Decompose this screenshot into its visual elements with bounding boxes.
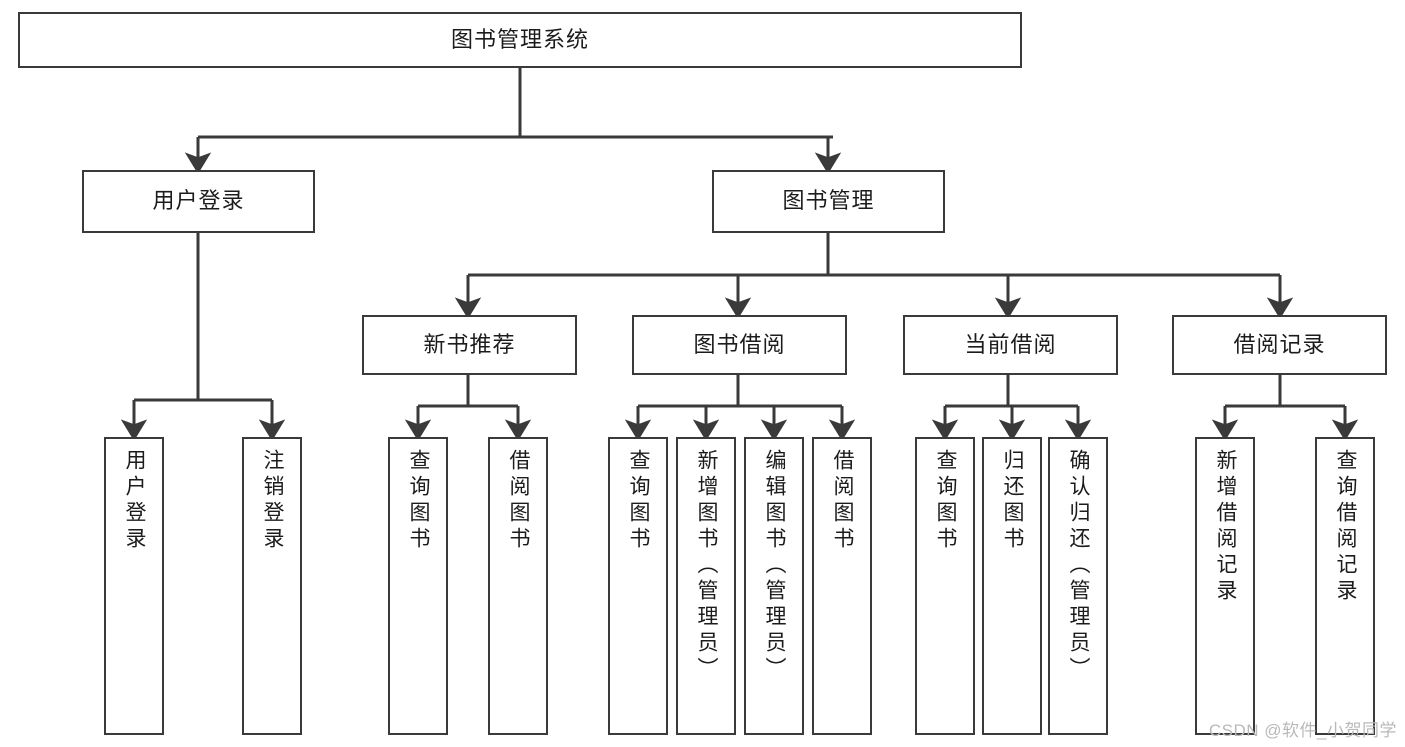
leaf-current-borrow-confirm[interactable]: 确认归还（管理员）: [1048, 437, 1108, 735]
leaf-borrow-record-query[interactable]: 查询借阅记录: [1315, 437, 1375, 735]
leaf-user-login-logout[interactable]: 注销登录: [242, 437, 302, 735]
leaf-label: 归还图书: [1001, 449, 1025, 553]
node-book-borrow-label: 图书借阅: [693, 331, 786, 357]
node-borrow-record-label: 借阅记录: [1233, 331, 1326, 357]
leaf-label: 确认归还（管理员）: [1067, 449, 1091, 683]
leaf-new-book-query[interactable]: 查询图书: [388, 437, 448, 735]
node-new-book-recommend[interactable]: 新书推荐: [362, 315, 577, 375]
leaf-label: 新增图书（管理员）: [695, 449, 719, 683]
node-book-management[interactable]: 图书管理: [712, 170, 945, 233]
leaf-book-borrow-query[interactable]: 查询图书: [608, 437, 668, 735]
leaf-book-borrow-add[interactable]: 新增图书（管理员）: [676, 437, 736, 735]
watermark: CSDN @软件_小贺同学: [1208, 721, 1397, 740]
leaf-new-book-borrow[interactable]: 借阅图书: [488, 437, 548, 735]
node-current-borrow-label: 当前借阅: [964, 331, 1057, 357]
node-book-borrow[interactable]: 图书借阅: [632, 315, 847, 375]
leaf-user-login-login[interactable]: 用户登录: [104, 437, 164, 735]
leaf-current-borrow-return[interactable]: 归还图书: [982, 437, 1042, 735]
node-root[interactable]: 图书管理系统: [18, 12, 1022, 68]
leaf-label: 新增借阅记录: [1214, 449, 1238, 605]
node-user-login[interactable]: 用户登录: [82, 170, 315, 233]
leaf-label: 注销登录: [261, 449, 285, 553]
leaf-book-borrow-borrow[interactable]: 借阅图书: [812, 437, 872, 735]
leaf-label: 借阅图书: [831, 449, 855, 553]
node-borrow-record[interactable]: 借阅记录: [1172, 315, 1387, 375]
leaf-book-borrow-edit[interactable]: 编辑图书（管理员）: [744, 437, 804, 735]
leaf-label: 查询图书: [627, 449, 651, 553]
leaf-label: 查询图书: [934, 449, 958, 553]
leaf-current-borrow-query[interactable]: 查询图书: [915, 437, 975, 735]
leaf-label: 编辑图书（管理员）: [763, 449, 787, 683]
leaf-label: 用户登录: [123, 449, 147, 553]
leaf-borrow-record-add[interactable]: 新增借阅记录: [1195, 437, 1255, 735]
node-current-borrow[interactable]: 当前借阅: [903, 315, 1118, 375]
node-new-book-recommend-label: 新书推荐: [423, 331, 516, 357]
leaf-label: 借阅图书: [507, 449, 531, 553]
leaf-label: 查询借阅记录: [1334, 449, 1358, 605]
node-book-management-label: 图书管理: [782, 188, 875, 214]
node-root-label: 图书管理系统: [450, 26, 589, 52]
node-user-login-label: 用户登录: [152, 188, 245, 214]
leaf-label: 查询图书: [407, 449, 431, 553]
